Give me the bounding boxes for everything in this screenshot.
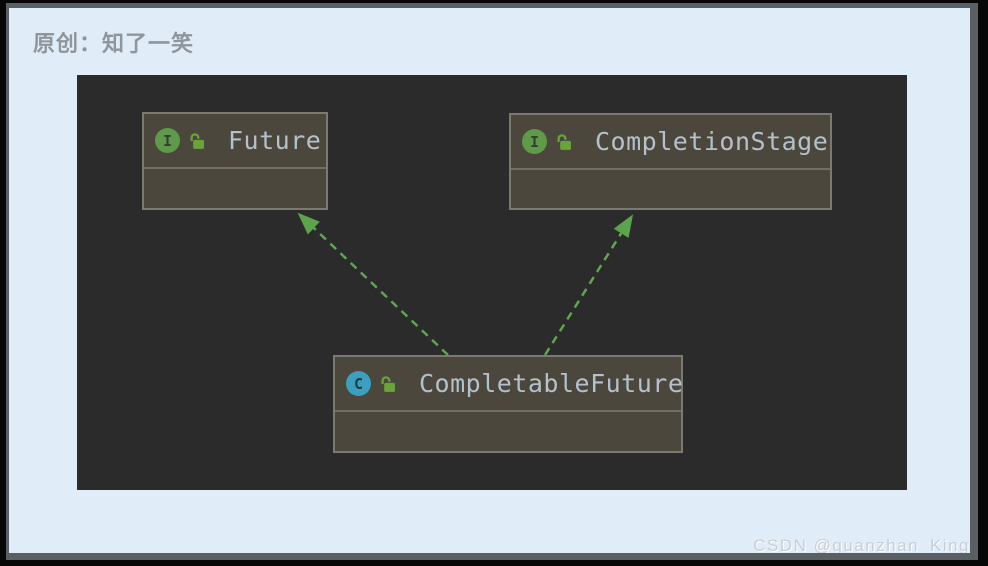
uml-node-future[interactable]: I Future [142,112,328,210]
uml-node-future-body [144,169,326,208]
uml-node-completablefuture-title: CompletableFuture [419,369,684,398]
unlocked-padlock-icon [379,375,397,393]
uml-node-completionstage-body [511,170,830,208]
uml-node-future-title: Future [228,126,322,155]
unlocked-padlock-icon [555,133,573,151]
watermark-label: CSDN @quanzhan_King [753,536,970,555]
interface-badge-icon: I [155,128,180,153]
uml-node-completablefuture-body [335,412,681,451]
uml-node-completionstage[interactable]: I CompletionStage [509,113,832,210]
inheritance-arrows [297,212,634,356]
uml-node-completablefuture-header: C CompletableFuture [335,357,684,412]
uml-node-completionstage-header: I CompletionStage [511,115,830,170]
edge-completablefuture-to-future [297,212,449,356]
uml-node-completablefuture[interactable]: C CompletableFuture [333,355,683,453]
diagram-panel: I Future I CompletionStage [77,75,907,490]
byline-author-label: 原创：知了一笑 [33,31,195,56]
uml-node-completionstage-title: CompletionStage [595,127,829,156]
uml-node-future-header: I Future [144,114,326,169]
interface-badge-icon: I [522,129,547,154]
edge-completablefuture-to-completionstage [543,214,634,356]
unlocked-padlock-icon [188,132,206,150]
class-badge-icon: C [346,371,371,396]
